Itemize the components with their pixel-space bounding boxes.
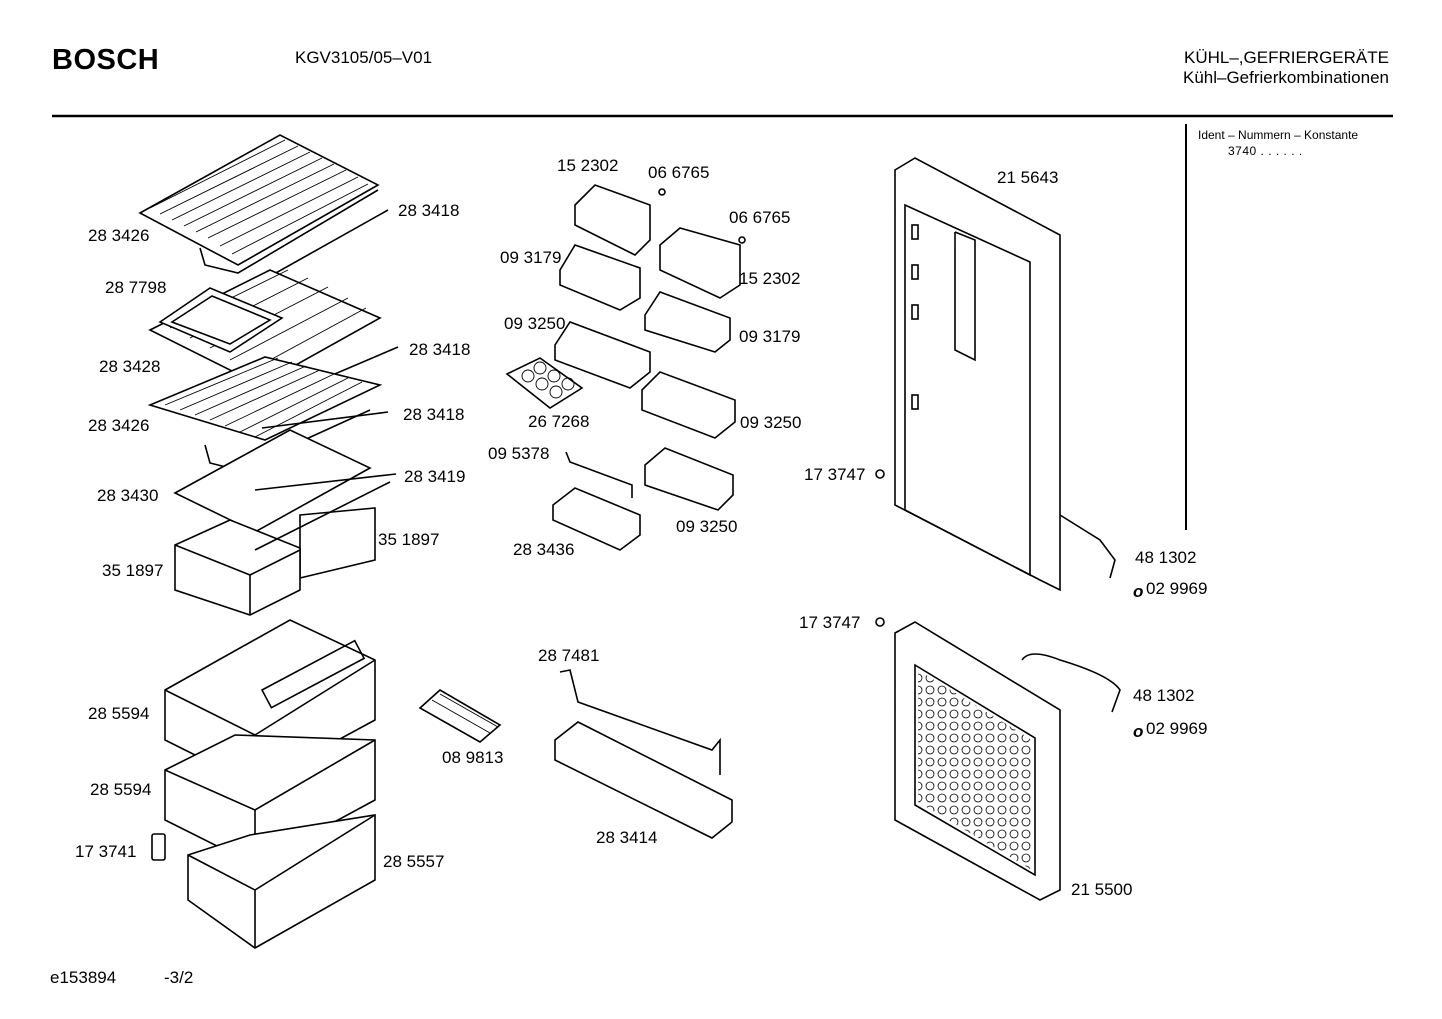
ident-value: 3740 . . . . . . <box>1228 144 1303 158</box>
part-label: 15 2302 <box>739 269 801 288</box>
part-label: 28 3430 <box>97 486 159 505</box>
small-drawers-drawing <box>174 481 391 616</box>
brand-logo: BOSCH <box>52 44 160 76</box>
part-label: 35 1897 <box>102 561 164 580</box>
part-label: 28 3419 <box>404 467 466 486</box>
part-label: 28 3428 <box>99 357 161 376</box>
part-label: 09 3250 <box>504 314 566 333</box>
part-label: 02 9969 <box>1146 719 1208 738</box>
washer-icon: o <box>1133 722 1143 741</box>
category-title: KÜHL–,GEFRIERGERÄTE <box>1184 48 1389 67</box>
part-label: 26 7268 <box>528 412 590 431</box>
part-label: 28 7481 <box>538 646 600 665</box>
part-label: 17 3747 <box>799 613 861 632</box>
part-label: 02 9969 <box>1146 579 1208 598</box>
part-label: 09 3179 <box>739 327 801 346</box>
part-label: 28 3418 <box>403 405 465 424</box>
part-label: 28 7798 <box>105 278 167 297</box>
part-label: 06 6765 <box>648 163 710 182</box>
part-label: 17 3747 <box>804 465 866 484</box>
part-label: 15 2302 <box>557 156 619 175</box>
part-label: 08 9813 <box>442 748 504 767</box>
ident-label: Ident – Nummern – Konstante <box>1198 128 1359 142</box>
part-label: 48 1302 <box>1135 548 1197 567</box>
part-label: 28 3414 <box>596 828 658 847</box>
part-label: 28 3426 <box>88 416 150 435</box>
part-label: 28 5594 <box>90 780 152 799</box>
glass-shelf-middle-drawing <box>148 269 399 406</box>
screw-icon <box>875 469 885 627</box>
page-number: -3/2 <box>164 968 194 987</box>
part-label: 09 3250 <box>676 517 738 536</box>
model-number: KGV3105/05–V01 <box>295 48 433 67</box>
part-label: 48 1302 <box>1133 686 1195 705</box>
part-label: 21 5500 <box>1071 880 1133 899</box>
freezer-door-drawing <box>894 621 1121 901</box>
fridge-door-drawing <box>894 157 1116 592</box>
part-label: 28 3418 <box>409 340 471 359</box>
part-label: 28 3436 <box>513 540 575 559</box>
part-label: 28 5594 <box>88 704 150 723</box>
part-label: 09 5378 <box>488 444 550 463</box>
part-label: 06 6765 <box>729 208 791 227</box>
part-label: 09 3250 <box>740 413 802 432</box>
part-label: 09 3179 <box>500 248 562 267</box>
glass-plate-drawing <box>173 429 397 533</box>
bottle-bin-drawing <box>418 669 733 839</box>
part-label: 28 3426 <box>88 226 150 245</box>
part-label: 28 5557 <box>383 852 445 871</box>
part-label: 35 1897 <box>378 530 440 549</box>
part-label: 17 3741 <box>75 842 137 861</box>
category-subtitle: Kühl–Gefrierkombinationen <box>1182 68 1389 87</box>
part-label: 21 5643 <box>997 168 1059 187</box>
part-label: 28 3418 <box>398 201 460 220</box>
washer-icon: o <box>1133 582 1143 601</box>
glass-shelf-top-drawing <box>138 134 389 284</box>
document-id: e153894 <box>50 968 117 987</box>
door-bins-drawing <box>505 184 746 551</box>
large-drawers-drawing <box>151 619 376 949</box>
